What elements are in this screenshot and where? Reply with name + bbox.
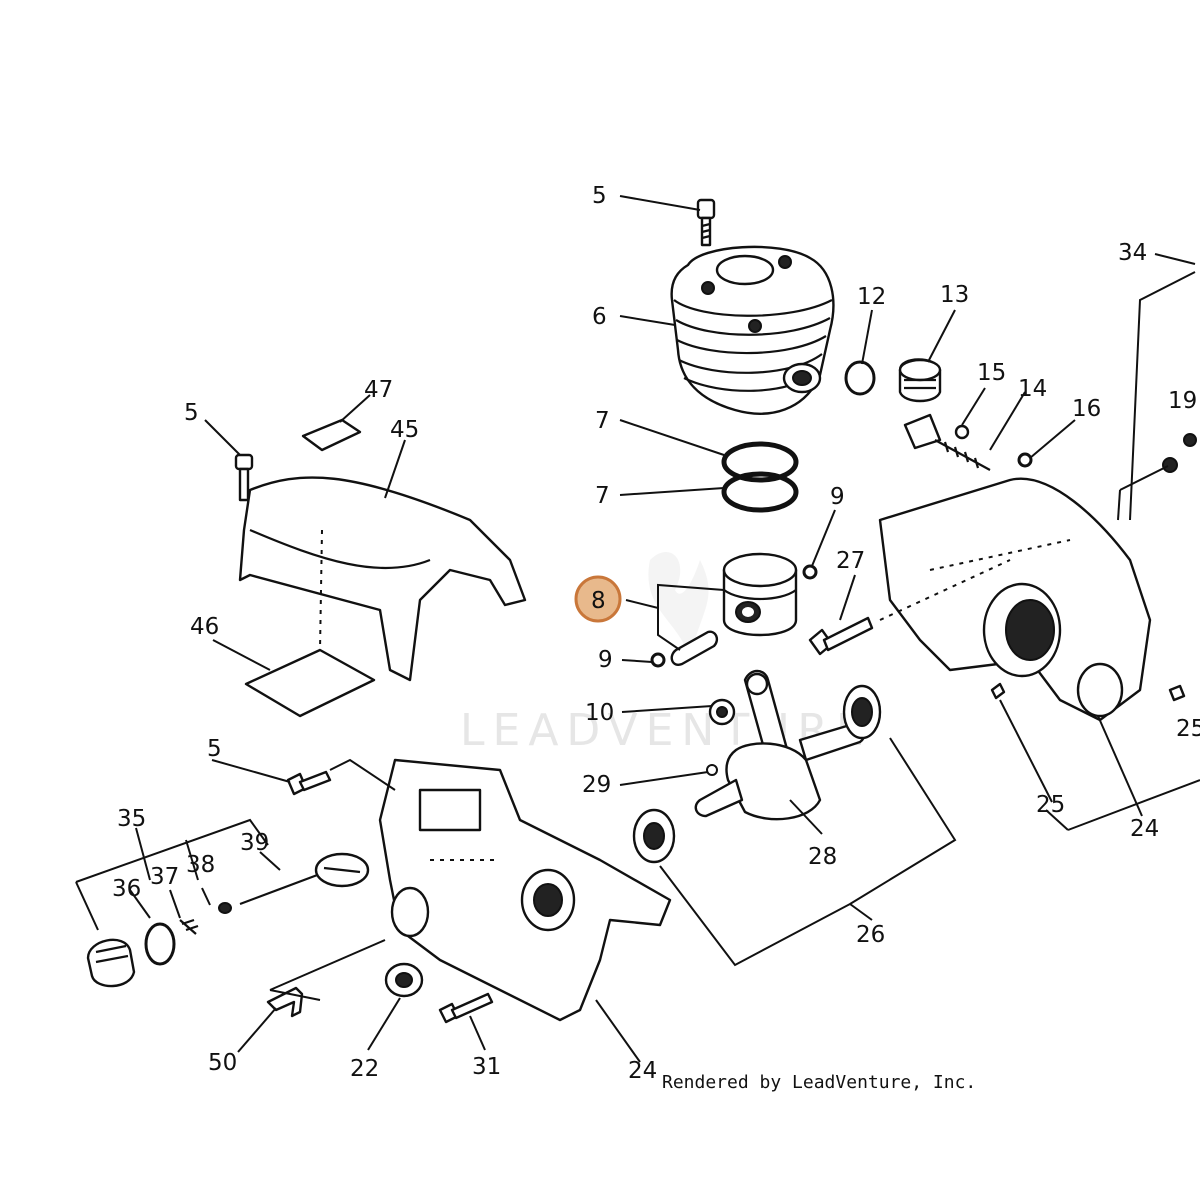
callout-24-right[interactable]: 24 — [1130, 816, 1159, 842]
piston-pin-part[interactable] — [670, 630, 719, 666]
callout-9-lower[interactable]: 9 — [598, 647, 613, 673]
callout-13[interactable]: 13 — [940, 282, 969, 308]
crankcase-right-half-part[interactable] — [878, 433, 1197, 722]
callout-16[interactable]: 16 — [1072, 396, 1101, 422]
cylinder-bolt-part[interactable] — [696, 198, 716, 247]
callout-27[interactable]: 27 — [836, 548, 865, 574]
callout-24-bottom[interactable]: 24 — [628, 1058, 657, 1084]
callout-10[interactable]: 10 — [585, 700, 614, 726]
watermark-text: LEADVENTURE — [460, 705, 872, 756]
piston-ring-upper-part[interactable] — [721, 441, 799, 483]
dowel-pin-part[interactable] — [990, 682, 1006, 700]
leader-lines — [75, 195, 1200, 1063]
callout-labels: 5 6 7 7 8 9 9 10 12 13 14 15 16 19 22 24… — [112, 183, 1200, 1084]
gasket-part[interactable] — [244, 648, 376, 718]
seal-ring-part[interactable] — [384, 962, 424, 998]
filter-spring-part[interactable] — [179, 918, 199, 935]
callout-22[interactable]: 22 — [350, 1056, 379, 1082]
callout-28[interactable]: 28 — [808, 844, 837, 870]
main-bearing-left-part[interactable] — [632, 808, 676, 864]
callout-5-small-bolt[interactable]: 5 — [207, 736, 222, 762]
callout-35[interactable]: 35 — [117, 806, 146, 832]
callout-12[interactable]: 12 — [857, 284, 886, 310]
top-cover-part[interactable] — [238, 476, 527, 682]
callout-38[interactable]: 38 — [186, 852, 215, 878]
callout-7-lower[interactable]: 7 — [595, 483, 610, 509]
circlip-part[interactable] — [650, 564, 818, 668]
assembly-dashes — [319, 529, 1071, 861]
callout-15[interactable]: 15 — [977, 360, 1006, 386]
callout-31[interactable]: 31 — [472, 1054, 501, 1080]
decompression-valve-part[interactable] — [898, 358, 942, 403]
callout-26[interactable]: 26 — [856, 922, 885, 948]
case-bolt-part[interactable] — [438, 992, 494, 1024]
cylinder-part[interactable] — [670, 245, 835, 415]
callout-25-edge[interactable]: 25 — [1176, 716, 1200, 742]
callout-14[interactable]: 14 — [1018, 376, 1047, 402]
label-part[interactable] — [301, 418, 362, 452]
key-part[interactable] — [706, 764, 718, 776]
oil-cap-part[interactable] — [86, 938, 136, 988]
piston-part[interactable] — [722, 552, 798, 637]
callout-36[interactable]: 36 — [112, 876, 141, 902]
callout-50[interactable]: 50 — [208, 1050, 237, 1076]
callout-5-cylinder-bolt[interactable]: 5 — [592, 183, 607, 209]
callout-34[interactable]: 34 — [1118, 240, 1147, 266]
spring-part[interactable] — [903, 413, 1033, 471]
cap-gasket-part[interactable] — [144, 922, 176, 966]
small-bolt-part[interactable] — [286, 770, 332, 796]
watermark-logo — [648, 551, 709, 660]
highlight-marker — [574, 575, 622, 623]
filter-part[interactable] — [218, 902, 232, 914]
callout-25[interactable]: 25 — [1036, 792, 1065, 818]
callout-7-upper[interactable]: 7 — [595, 408, 610, 434]
crankcase-left-half-part[interactable] — [378, 758, 672, 1022]
oil-pickup-part[interactable] — [239, 852, 370, 906]
dowel-pin-part-2[interactable] — [1168, 684, 1186, 702]
callout-47[interactable]: 47 — [364, 377, 393, 403]
callout-9-upper[interactable]: 9 — [830, 484, 845, 510]
callout-45[interactable]: 45 — [390, 417, 419, 443]
callout-19[interactable]: 19 — [1168, 388, 1197, 414]
callout-29[interactable]: 29 — [582, 772, 611, 798]
callout-8[interactable]: 8 — [591, 588, 606, 614]
main-bearing-right-part[interactable] — [842, 684, 882, 740]
o-ring-part[interactable] — [844, 360, 876, 396]
render-credit: Rendered by LeadVenture, Inc. — [662, 1072, 977, 1093]
callout-39[interactable]: 39 — [240, 830, 269, 856]
crankshaft-part[interactable] — [694, 669, 866, 821]
piston-ring-lower-part[interactable] — [721, 471, 799, 513]
callout-6[interactable]: 6 — [592, 304, 607, 330]
callout-46[interactable]: 46 — [190, 614, 219, 640]
callout-37[interactable]: 37 — [150, 864, 179, 890]
long-bolt-part[interactable] — [808, 616, 874, 656]
cover-screw-part[interactable] — [234, 453, 254, 502]
callout-5-cover-screw[interactable]: 5 — [184, 400, 199, 426]
